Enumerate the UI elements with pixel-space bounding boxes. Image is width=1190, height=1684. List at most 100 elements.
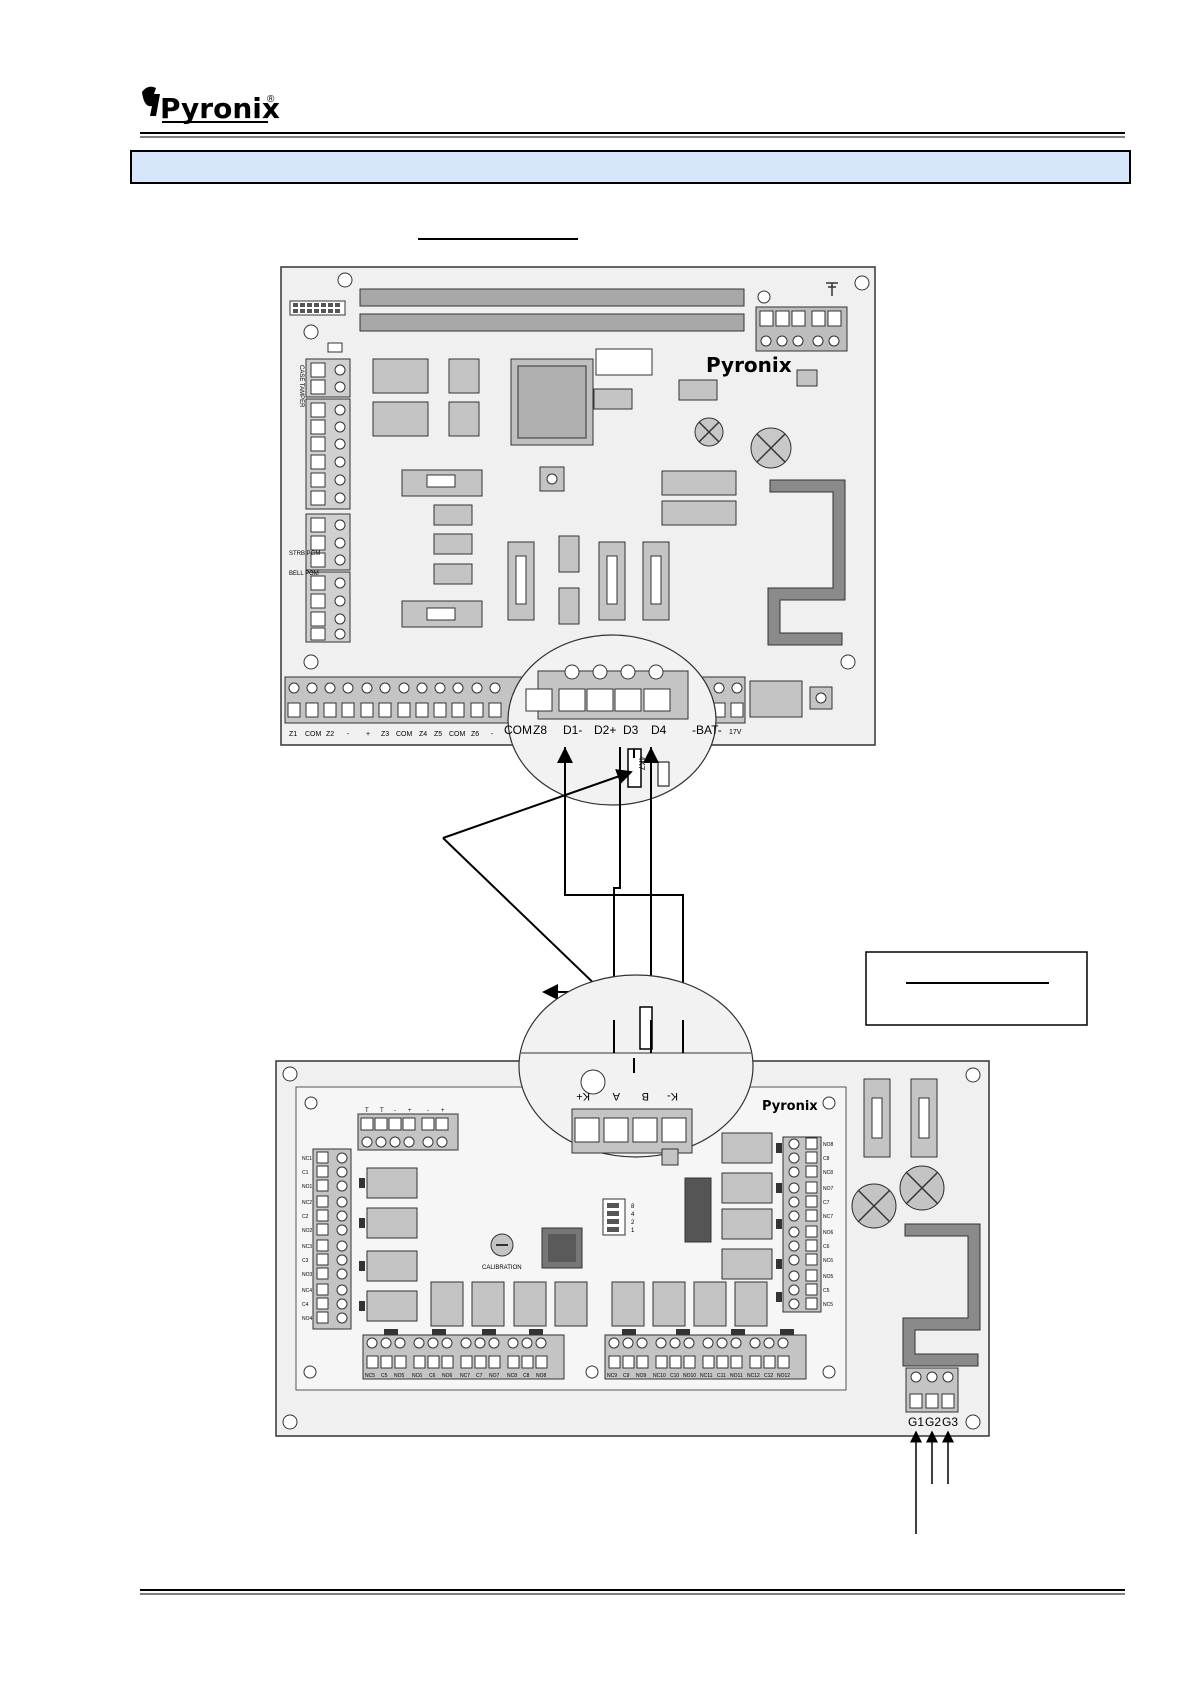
right-terminal-label: NC6	[823, 1258, 833, 1264]
calibration-label: CALIBRATION	[482, 1265, 522, 1271]
left-terminal-label: C4	[302, 1302, 309, 1308]
top-terminal-label: T	[365, 1108, 369, 1114]
bottom-terminal-label: NO10	[683, 1373, 696, 1379]
control-panel-board: CASE TAMPER STRB PGM BELL PGM	[280, 266, 876, 746]
right-terminal-label: NO7	[823, 1186, 834, 1192]
terminal-label: Z1	[289, 731, 297, 738]
left-terminal-label: NC1	[302, 1156, 312, 1162]
bottom-terminal-label: C11	[717, 1373, 726, 1379]
terminal-label: Z5	[434, 731, 442, 738]
zoom-terminal-label: D4	[651, 723, 667, 737]
expander-zoom-label: A	[612, 1090, 620, 1102]
top-terminal-label: -	[394, 1108, 396, 1114]
left-terminal-label: NC2	[302, 1200, 312, 1206]
left-terminal-label: C2	[302, 1214, 309, 1220]
bottom-terminal-label: NC9	[607, 1373, 617, 1379]
right-terminal-label: C8	[823, 1156, 830, 1162]
bottom-terminal-label: NO6	[442, 1373, 453, 1379]
terminal-label: COM	[305, 731, 322, 738]
left-terminal-label: NO3	[302, 1272, 313, 1278]
terminal-label: Z4	[419, 731, 427, 738]
left-terminal-label: NO2	[302, 1228, 313, 1234]
section-header-bar	[130, 150, 1131, 184]
expander-zoom-label: B	[642, 1090, 649, 1102]
bottom-terminal-label: C10	[670, 1373, 679, 1379]
zoom-terminal-label: D3	[623, 723, 639, 737]
bottom-terminal-label: NC11	[700, 1373, 713, 1379]
zoom-terminal-label: 17V	[729, 729, 742, 736]
expander-wires	[613, 1020, 684, 1053]
zoom-terminal-label: COM	[504, 723, 532, 737]
bell-pgm-label: BELL PGM	[289, 571, 319, 577]
terminal-label: Z3	[381, 731, 389, 738]
bottom-terminal-label: C7	[476, 1373, 483, 1379]
g-terminal-label: G1	[908, 1415, 924, 1429]
top-terminal-label: +	[441, 1108, 445, 1114]
bottom-terminal-label: C9	[623, 1373, 630, 1379]
right-terminal-label: C7	[823, 1200, 830, 1206]
resistor-label: 4K7	[637, 756, 646, 771]
dip-label: 4	[631, 1212, 635, 1218]
top-terminal-label: -	[427, 1108, 429, 1114]
bottom-terminal-label: NO9	[636, 1373, 647, 1379]
brand-name: Pyronix	[160, 92, 280, 125]
terminal-label: -	[347, 731, 350, 738]
bottom-terminal-label: NC10	[653, 1373, 666, 1379]
bottom-terminal-label: NO11	[730, 1373, 743, 1379]
terminal-label: COM	[396, 731, 413, 738]
dip-label: 2	[631, 1220, 635, 1226]
right-terminal-label: NC7	[823, 1214, 833, 1220]
bottom-terminal-label: NC7	[460, 1373, 470, 1379]
expander-brand-name: Pyronix	[762, 1099, 818, 1114]
g-terminal-label: G2	[925, 1415, 941, 1429]
bottom-terminal-label: NO5	[394, 1373, 405, 1379]
right-terminal-label: NO5	[823, 1274, 834, 1280]
expander-zoom-label: K+	[576, 1090, 590, 1102]
board-brand-name: Pyronix	[706, 353, 792, 377]
g-terminal-label: G3	[942, 1415, 958, 1429]
left-terminal-label: C3	[302, 1258, 309, 1264]
bottom-terminal-label: C8	[523, 1373, 530, 1379]
strb-pgm-label: STRB PGM	[289, 551, 320, 557]
zoom-terminal-label: D1-	[563, 723, 582, 737]
right-terminal-label: NO8	[823, 1142, 834, 1148]
bottom-terminal-label: C12	[764, 1373, 773, 1379]
panel-terminal-labels: Z1 COM Z2 - + Z3 COM Z4 Z5 COM Z6 -	[289, 731, 494, 738]
expander-zoom-callout: K+ A B K- Pyronix	[518, 974, 818, 1166]
terminal-label: -	[491, 731, 494, 738]
right-terminal-label: NC8	[823, 1170, 833, 1176]
bottom-terminal-label: NO12	[777, 1373, 790, 1379]
brand-mark: ®	[267, 94, 275, 105]
zoom-terminal-label: D2+	[594, 723, 616, 737]
g-input-wires	[910, 1430, 954, 1534]
bottom-terminal-label: NO8	[536, 1373, 547, 1379]
bottom-terminal-label: C5	[381, 1373, 388, 1379]
earth-icon	[826, 282, 838, 296]
note-box	[865, 951, 1088, 1026]
bottom-terminal-label: NC8	[507, 1373, 517, 1379]
bottom-terminal-label: C6	[429, 1373, 436, 1379]
bottom-terminal-label: NO7	[489, 1373, 500, 1379]
top-terminal-label: +	[408, 1108, 412, 1114]
pyronix-logo: Pyronix ®	[142, 86, 280, 125]
ground-icon	[757, 290, 771, 304]
right-terminal-label: NC5	[823, 1302, 833, 1308]
terminal-label: Z6	[471, 731, 479, 738]
right-terminal-label: C5	[823, 1288, 830, 1294]
left-terminal-label: C1	[302, 1170, 309, 1176]
zoom-terminal-label: Z8	[533, 723, 547, 737]
terminal-label: +	[366, 731, 370, 738]
case-tamper-label: CASE TAMPER	[298, 365, 304, 408]
terminal-label: COM	[449, 731, 466, 738]
right-terminal-label: NO6	[823, 1230, 834, 1236]
left-terminal-label: NC3	[302, 1244, 312, 1250]
bottom-terminal-label: NC6	[412, 1373, 422, 1379]
top-terminal-label: T	[380, 1108, 384, 1114]
left-terminal-label: NO1	[302, 1184, 313, 1190]
bottom-terminal-label: NC12	[747, 1373, 760, 1379]
terminal-label: Z2	[326, 731, 334, 738]
right-terminal-label: C6	[823, 1244, 830, 1250]
bottom-terminal-label: NC5	[365, 1373, 375, 1379]
left-terminal-label: NO4	[302, 1316, 313, 1322]
